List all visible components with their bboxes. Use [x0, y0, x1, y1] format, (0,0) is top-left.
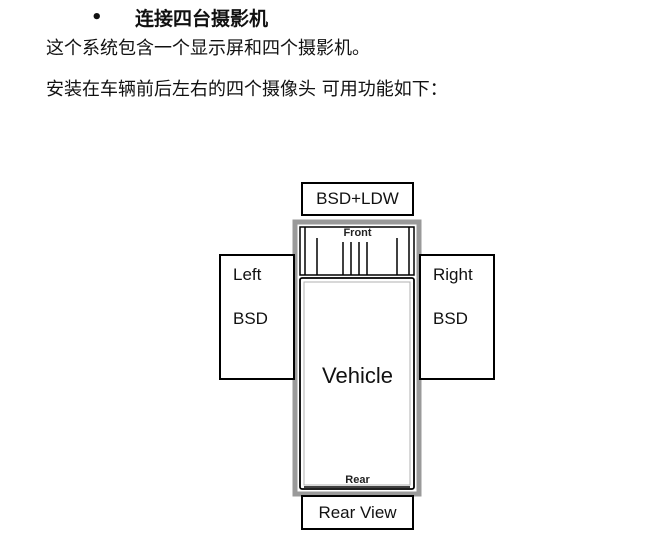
front-camera-box: BSD+LDW: [301, 182, 414, 216]
front-label: Front: [343, 227, 372, 239]
paragraph-camera-installation: 安装在车辆前后左右的四个摄像头 可用功能如下：: [46, 79, 448, 100]
front-camera-label: BSD+LDW: [316, 189, 399, 208]
right-camera-box: Right BSD: [419, 254, 495, 380]
vehicle-cargo-inner: [303, 281, 411, 486]
rear-camera-box: Rear View: [301, 495, 414, 530]
bullet: •: [91, 6, 103, 28]
vehicle-cargo: [299, 277, 415, 490]
right-camera-function: BSD: [433, 309, 468, 328]
paragraph-system-description: 这个系统包含一个显示屏和四个摄影机。: [46, 38, 370, 59]
heading-text: 连接四台摄影机: [135, 7, 269, 30]
section-heading: • 连接四台摄影机: [91, 4, 268, 30]
rear-camera-label: Rear View: [318, 502, 397, 522]
left-camera-position: Left: [233, 265, 262, 284]
vehicle-label: Vehicle: [322, 363, 393, 388]
left-camera-box: Left BSD: [219, 254, 295, 380]
rear-label: Rear: [345, 474, 370, 486]
right-camera-position: Right: [433, 265, 473, 284]
vehicle-cab: [299, 226, 415, 276]
left-camera-function: BSD: [233, 309, 268, 328]
